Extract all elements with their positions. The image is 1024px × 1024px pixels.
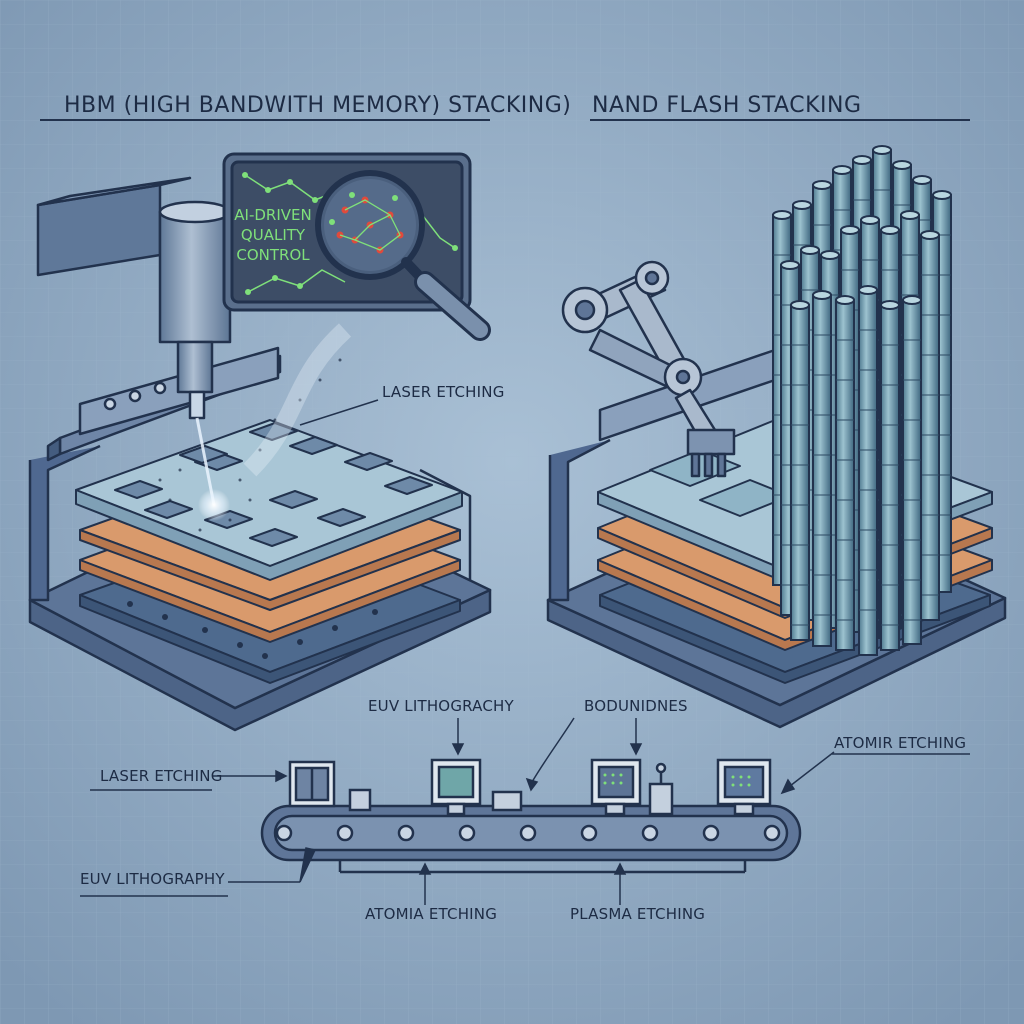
label-atomir-etching: ATOMIR ETCHING bbox=[834, 734, 967, 752]
conveyor-rollers bbox=[275, 824, 781, 842]
conveyor-roller bbox=[397, 824, 415, 842]
nand-section-title: NAND FLASH STACKING bbox=[592, 93, 862, 118]
hbm-bumps bbox=[127, 601, 378, 659]
label-atomia-etching: ATOMIA ETCHING bbox=[365, 905, 498, 923]
particles bbox=[158, 358, 342, 532]
hbm-section-title: HBM (HIGH BANDWITH MEMORY) STACKING) bbox=[64, 93, 572, 118]
nand-pillar bbox=[812, 294, 832, 647]
station-3 bbox=[590, 758, 674, 816]
nand-pillar-cap bbox=[835, 295, 855, 305]
conveyor-roller bbox=[580, 824, 598, 842]
nand-pillar-cap bbox=[772, 210, 792, 220]
smoke bbox=[243, 323, 352, 477]
conveyor-roller bbox=[519, 824, 537, 842]
nand-pillar bbox=[902, 299, 922, 645]
robot-arm bbox=[561, 260, 736, 478]
station-2 bbox=[430, 758, 523, 816]
nand-pillar bbox=[920, 234, 940, 621]
label-plasma-etching: PLASMA ETCHING bbox=[570, 905, 706, 923]
conveyor-roller bbox=[641, 824, 659, 842]
conveyor-roller bbox=[458, 824, 476, 842]
monitor-line-1: AI-DRIVEN bbox=[234, 206, 312, 224]
label-euv-lithography-top: EUV LITHOGRACHY bbox=[368, 697, 514, 715]
magnifier-icon bbox=[315, 170, 491, 341]
laser-column bbox=[158, 210, 232, 344]
label-leaders bbox=[80, 717, 970, 905]
station-1 bbox=[288, 760, 372, 812]
nand-pillar bbox=[835, 299, 855, 651]
laser-head bbox=[36, 176, 232, 420]
nand-pillar-cap bbox=[900, 210, 920, 220]
nand-pillar-cap bbox=[820, 250, 840, 260]
hbm-wafer-stack bbox=[75, 419, 463, 684]
conveyor-roller bbox=[275, 824, 293, 842]
label-laser-etching-top: LASER ETCHING bbox=[382, 383, 505, 401]
label-euv-lithography-left: EUV LITHOGRAPHY bbox=[80, 870, 225, 888]
nand-pillar-cap bbox=[840, 225, 860, 235]
label-bodunidnes: BODUNIDNES bbox=[584, 697, 688, 715]
nand-pillar-cap bbox=[932, 190, 952, 200]
conveyor-roller bbox=[336, 824, 354, 842]
monitor-line-2: QUALITY bbox=[240, 226, 306, 244]
monitor-text: AI-DRIVEN QUALITY CONTROL bbox=[232, 205, 314, 265]
nand-pillar-cap bbox=[792, 200, 812, 210]
nand-pillar-cap bbox=[812, 290, 832, 300]
nand-pillar-cap bbox=[920, 230, 940, 240]
nand-pillar-cap bbox=[858, 285, 878, 295]
monitor-line-3: CONTROL bbox=[236, 246, 310, 264]
nand-pillar-cap bbox=[832, 165, 852, 175]
laser-label-leader bbox=[299, 399, 379, 426]
nand-pillar-cap bbox=[872, 145, 892, 155]
nand-pillar-cap bbox=[912, 175, 932, 185]
nand-pillar-cap bbox=[880, 300, 900, 310]
nand-pillars bbox=[772, 145, 952, 656]
nand-pillar-cap bbox=[812, 180, 832, 190]
laser-spark bbox=[198, 489, 230, 521]
label-laser-etching-left: LASER ETCHING bbox=[100, 767, 223, 785]
nand-pillar-cap bbox=[860, 215, 880, 225]
nand-pillar-cap bbox=[902, 295, 922, 305]
nand-pillar bbox=[790, 304, 810, 641]
screen-dots bbox=[603, 773, 751, 787]
nand-pillar-cap bbox=[790, 300, 810, 310]
nand-pillar bbox=[880, 304, 900, 651]
nand-pillar-cap bbox=[880, 225, 900, 235]
nand-pillar-cap bbox=[852, 155, 872, 165]
conveyor-roller bbox=[763, 824, 781, 842]
nand-pillar-cap bbox=[892, 160, 912, 170]
nand-pillar-cap bbox=[800, 245, 820, 255]
station-4 bbox=[716, 758, 772, 816]
nand-pillar-cap bbox=[780, 260, 800, 270]
conveyor-roller bbox=[702, 824, 720, 842]
nand-pillar bbox=[858, 289, 878, 656]
